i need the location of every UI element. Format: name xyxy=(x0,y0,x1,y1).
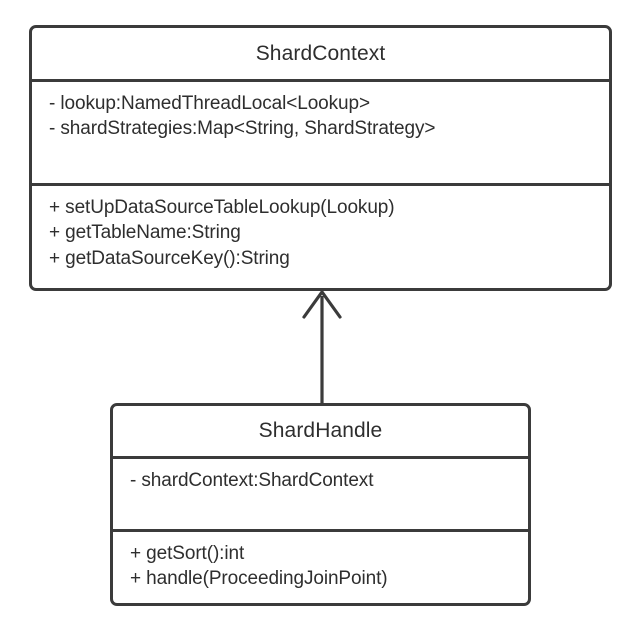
class-method: + handle(ProceedingJoinPoint) xyxy=(130,568,388,590)
class-method: + getTableName:String xyxy=(49,222,241,244)
class-methods-compartment-shardcontext: + setUpDataSourceTableLookup(Lookup) + g… xyxy=(32,183,609,288)
class-name-shardcontext: ShardContext xyxy=(255,41,386,65)
class-attribute: - lookup:NamedThreadLocal<Lookup> xyxy=(49,93,370,114)
class-attribute: - shardStrategies:Map<String, ShardStrat… xyxy=(49,118,436,140)
class-attribute: - shardContext:ShardContext xyxy=(130,470,374,491)
class-title-compartment-shardhandle: ShardHandle xyxy=(113,406,528,456)
generalization-arrow-shardhandle-to-shardcontext xyxy=(296,288,348,406)
class-title-compartment-shardcontext: ShardContext xyxy=(32,28,609,79)
class-methods-compartment-shardhandle: + getSort():int + handle(ProceedingJoinP… xyxy=(113,529,528,603)
class-method: + setUpDataSourceTableLookup(Lookup) xyxy=(49,197,395,218)
class-method: + getSort():int xyxy=(130,543,245,564)
class-method: + getDataSourceKey():String xyxy=(49,247,290,269)
class-name-shardhandle: ShardHandle xyxy=(258,419,383,443)
uml-class-shardhandle[interactable]: ShardHandle - shardContext:ShardContext … xyxy=(110,403,531,606)
class-attributes-compartment-shardcontext: - lookup:NamedThreadLocal<Lookup> - shar… xyxy=(32,79,609,183)
uml-class-shardcontext[interactable]: ShardContext - lookup:NamedThreadLocal<L… xyxy=(29,25,612,291)
class-attributes-compartment-shardhandle: - shardContext:ShardContext xyxy=(113,456,528,529)
